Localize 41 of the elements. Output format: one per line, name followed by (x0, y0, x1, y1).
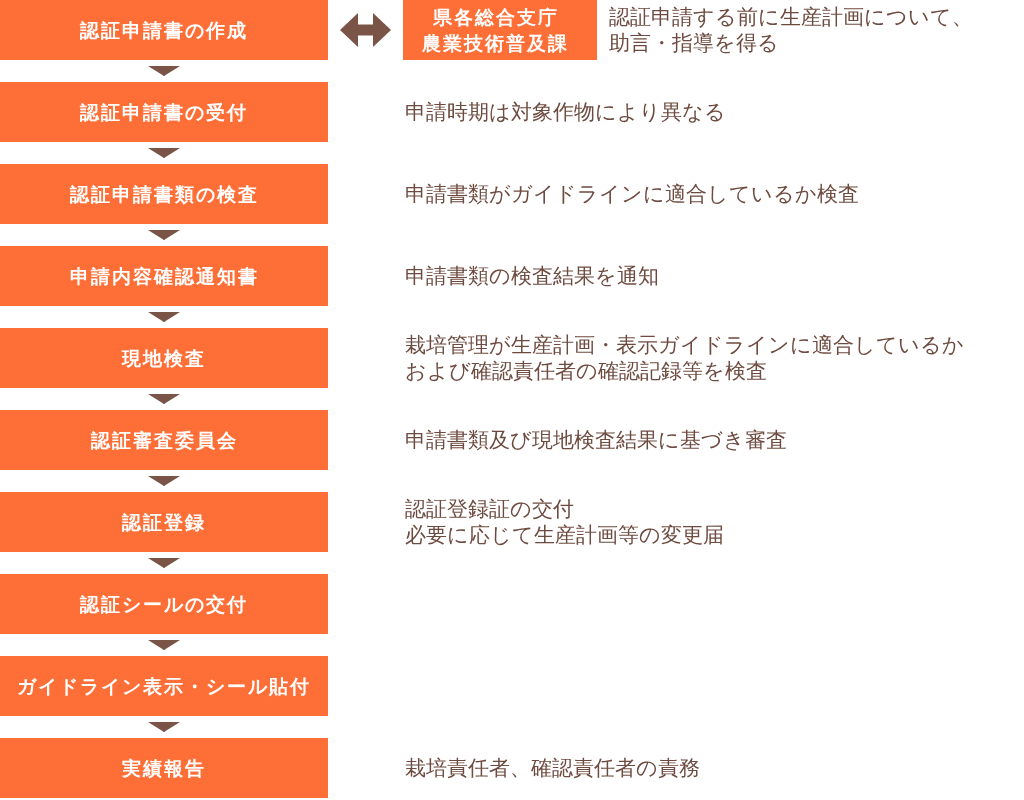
arrow (148, 721, 180, 733)
office-box (403, 0, 597, 60)
process-box (0, 492, 328, 552)
arrow (148, 147, 180, 159)
step-label: 認証申請書の受付 (80, 100, 248, 125)
note-text: 栽培管理が生産計画・表示ガイドラインに適合しているかおよび確認責任者の確認記録等を検査 (405, 332, 965, 384)
arrow (148, 229, 180, 241)
double-arrow (340, 13, 391, 47)
arrow (148, 311, 180, 323)
step-label: 認証申請書の作成 (80, 18, 248, 43)
process-box (0, 738, 328, 798)
arrow (148, 557, 180, 569)
office-label: 県各総合支庁農業技術普及課 (422, 5, 570, 56)
step-label: 認証シールの交付 (80, 592, 248, 617)
note-text: 申請書類及び現地検査結果に基づき審査 (405, 427, 787, 453)
process-box (0, 0, 328, 60)
arrow (148, 393, 180, 405)
step-label: 実績報告 (122, 756, 206, 781)
note-text: 申請時期は対象作物により異なる (405, 99, 726, 125)
arrow (148, 65, 180, 77)
note-text: 必要に応じて生産計画等の変更届 (405, 522, 724, 548)
step-label: 認証審査委員会 (90, 428, 238, 453)
step-label: ガイドライン表示・シール貼付 (17, 674, 311, 699)
step-label: 申請内容確認通知書 (69, 264, 259, 289)
arrow (148, 475, 180, 487)
note-text: 申請書類がガイドラインに適合しているか検査 (405, 181, 859, 207)
note-text: 栽培責任者、確認責任者の責務 (405, 755, 700, 781)
step-label: 認証申請書類の検査 (69, 182, 259, 207)
step-label: 現地検査 (122, 346, 206, 371)
note-text: 認証申請する前に生産計画について、助言・指導を得る (609, 4, 974, 56)
note-text: 認証登録証の交付 (405, 496, 574, 522)
process-box (0, 656, 328, 716)
note-text: 申請書類の検査結果を通知 (405, 263, 659, 289)
process-box (0, 328, 328, 388)
step-label: 認証登録 (122, 510, 206, 535)
process-box (0, 164, 328, 224)
process-box (0, 574, 328, 634)
arrow (148, 639, 180, 651)
process-box (0, 82, 328, 142)
process-box (0, 410, 328, 470)
process-box (0, 246, 328, 306)
